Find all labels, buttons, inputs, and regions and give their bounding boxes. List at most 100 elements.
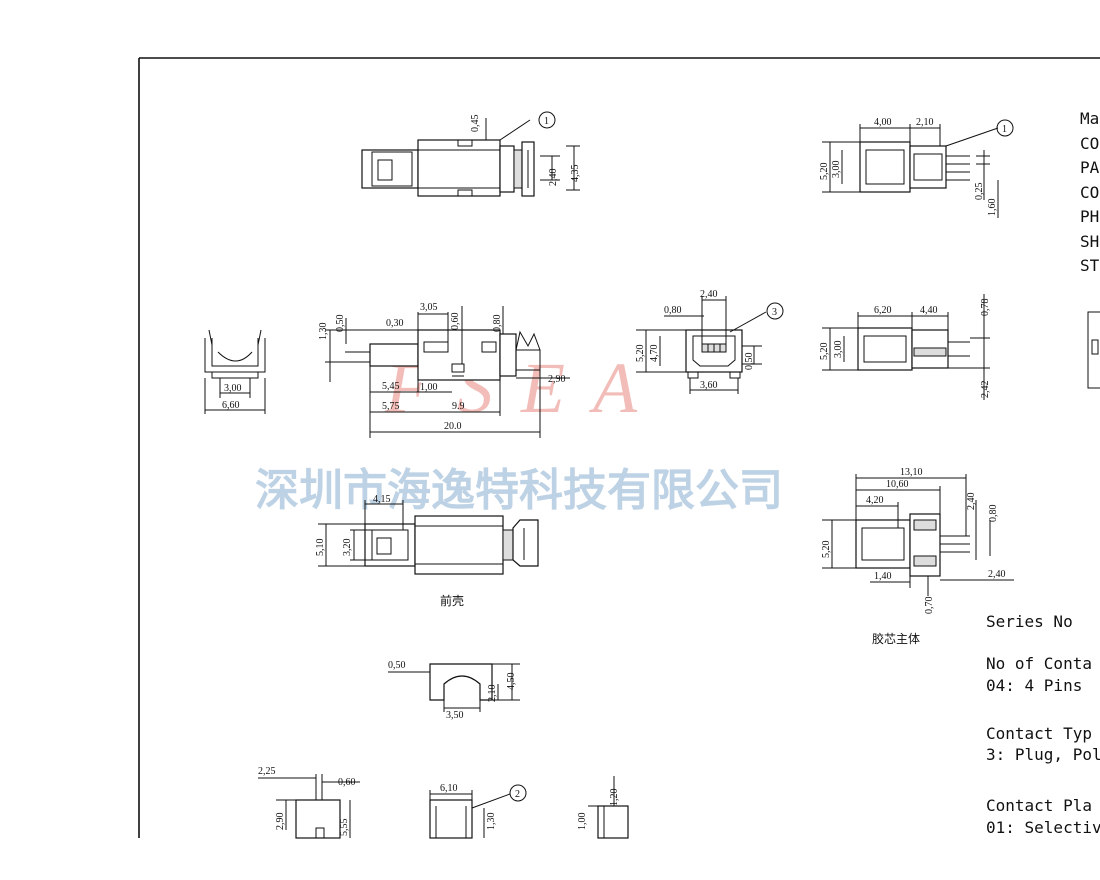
dim-top-435: 4,35	[570, 165, 581, 183]
series-label: Series No	[986, 612, 1073, 631]
balloon-1-top	[538, 111, 556, 129]
dim-face-470: 4,70	[649, 345, 660, 363]
dim-rt-bot-240b: 2,40	[988, 569, 1006, 580]
dim-rt-top-210: 2,10	[916, 117, 934, 128]
dim-bottom-415: 4,15	[373, 494, 391, 505]
dim-side-545: 5,45	[382, 381, 400, 392]
top-view: 0,45 2,40 4,35 1	[361, 111, 581, 197]
balloon-2-num: 2	[515, 789, 520, 800]
side-view: 1,30 0,50 0,30 3,05 0,60 0,80 5,45 1,00 …	[318, 302, 570, 438]
dim-clip-050: 0,50	[388, 660, 406, 671]
partial-right-view	[1087, 311, 1100, 389]
right-bottom-view: 13,10 10,60 4,20 2,40 0,80 5,20 1,40 0,7…	[821, 467, 1014, 646]
dim-side-130: 1,30	[318, 323, 329, 341]
clip-view: 3,50 0,50 4,50 2,10	[388, 660, 520, 721]
dim-rt-top-025: 0,25	[974, 183, 985, 201]
dim-face-360: 3,60	[700, 380, 718, 391]
watermark-company: 深圳市海逸特科技有限公司	[255, 465, 783, 516]
balloon-1-right-num: 1	[1002, 124, 1007, 135]
dim-rt-bot-520: 5,20	[821, 541, 832, 559]
caption-front-shell: 前壳	[440, 593, 464, 608]
dim-top-045: 0,45	[470, 115, 481, 133]
dim-clip-350: 3,50	[446, 710, 464, 721]
dim-rt-top-520: 5,20	[819, 163, 830, 181]
title-row-5: SH	[1080, 232, 1099, 251]
balloon-1-right	[996, 119, 1014, 137]
dim-bottom-510: 5,10	[315, 539, 326, 557]
dim-rt-top-300: 3,00	[831, 161, 842, 179]
dim-rt-bot-140: 1,40	[874, 571, 892, 582]
dim-rt-bot-1310: 13,10	[900, 467, 923, 478]
title-row-4: PH	[1080, 207, 1099, 226]
balloon-1-top-num: 1	[544, 116, 549, 127]
balloon-3-num: 3	[772, 307, 777, 318]
type-label: Contact Typ	[986, 724, 1092, 743]
dim-side-200: 20.0	[444, 421, 462, 432]
title-row-0: Ma	[1080, 109, 1099, 128]
dim-rt-mid-078: 0,78	[980, 299, 991, 317]
right-top-view: 4,00 2,10 1 5,20 3,00 0,25 1,60	[819, 117, 1014, 218]
bottom-view: 4,15 5,10 3,20 前壳	[315, 494, 539, 608]
bottom-left-part-a: 2,25 0,60 2,90 5,55	[258, 766, 360, 839]
dim-side-060: 0,60	[450, 313, 461, 331]
dim-side-99: 9.9	[452, 401, 465, 412]
dim-bottom-320: 3,20	[342, 539, 353, 557]
dim-rt-mid-440: 4,40	[920, 305, 938, 316]
plating-label: Contact Pla	[986, 796, 1092, 815]
dim-bl1-555: 5,55	[339, 819, 350, 837]
dim-bl1-225: 2,25	[258, 766, 276, 777]
dim-clip-450: 4,50	[506, 673, 517, 691]
bottom-left-part-c: 1,20 1,00	[577, 776, 629, 839]
dim-face-520: 5,20	[635, 345, 646, 363]
dim-side-305: 3,05	[420, 302, 438, 313]
dim-bl3-100: 1,00	[577, 813, 588, 831]
dim-rt-bot-070: 0,70	[924, 597, 935, 615]
dim-rt-mid-300: 3,00	[833, 341, 844, 359]
dim-face-240: 2,40	[700, 289, 718, 300]
title-row-1: CO	[1080, 134, 1099, 153]
sheet-border	[138, 57, 1100, 838]
dim-end-660: 6,60	[222, 400, 240, 411]
right-middle-view: 6,20 4,40 0,78 5,20 3,00 2,42	[819, 294, 991, 400]
dim-rt-mid-520: 5,20	[819, 343, 830, 361]
type-value: 3: Plug, Pol	[986, 745, 1100, 764]
dim-side-290: 2,90	[548, 374, 566, 385]
dim-side-575: 5,75	[382, 401, 400, 412]
dim-rt-mid-620: 6,20	[874, 305, 892, 316]
dim-clip-210: 2,10	[487, 685, 498, 703]
title-block: Ma CO PA CO PH SH ST Series No No of Con…	[986, 109, 1100, 837]
contacts-label: No of Conta	[986, 654, 1092, 673]
dim-side-080: 0,80	[492, 315, 503, 333]
dim-rt-mid-242: 2,42	[980, 381, 991, 399]
title-row-3: CO	[1080, 183, 1099, 202]
face-view: 0,80 2,40 5,20 4,70 0,50 3,60 3	[635, 289, 784, 394]
dim-rt-bot-080: 0,80	[988, 505, 999, 523]
dim-bl1-290: 2,90	[275, 813, 286, 831]
dim-face-050: 0,50	[744, 353, 755, 371]
dim-end-300: 3,00	[224, 383, 242, 394]
dim-face-080: 0,80	[664, 305, 682, 316]
dim-rt-top-400: 4,00	[874, 117, 892, 128]
dim-bl3-120: 1,20	[609, 789, 620, 807]
dim-rt-bot-1060: 10,60	[886, 479, 909, 490]
dim-rt-bot-420: 4,20	[866, 495, 884, 506]
caption-insulator-body: 胶芯主体	[872, 631, 920, 646]
balloon-2	[509, 784, 527, 802]
dim-bl1-060: 0,60	[338, 777, 356, 788]
bottom-left-part-b: 6,10 2 1,30	[429, 783, 527, 839]
dim-side-030: 0,30	[386, 318, 404, 329]
end-view: 3,00 6,60	[204, 329, 266, 414]
dim-rt-bot-240: 2,40	[966, 493, 977, 511]
dim-top-240: 2,40	[548, 169, 559, 187]
dim-bl2-610: 6,10	[440, 783, 458, 794]
dim-bl2-130: 1,30	[486, 813, 497, 831]
dim-side-100: 1,00	[420, 382, 438, 393]
title-row-2: PA	[1080, 158, 1100, 177]
contacts-value: 04: 4 Pins	[986, 676, 1082, 695]
dim-side-050: 0,50	[335, 315, 346, 333]
title-row-6: ST	[1080, 256, 1100, 275]
dim-rt-top-160: 1,60	[987, 199, 998, 217]
plating-value: 01: Selective	[986, 818, 1100, 837]
balloon-3	[766, 302, 784, 320]
